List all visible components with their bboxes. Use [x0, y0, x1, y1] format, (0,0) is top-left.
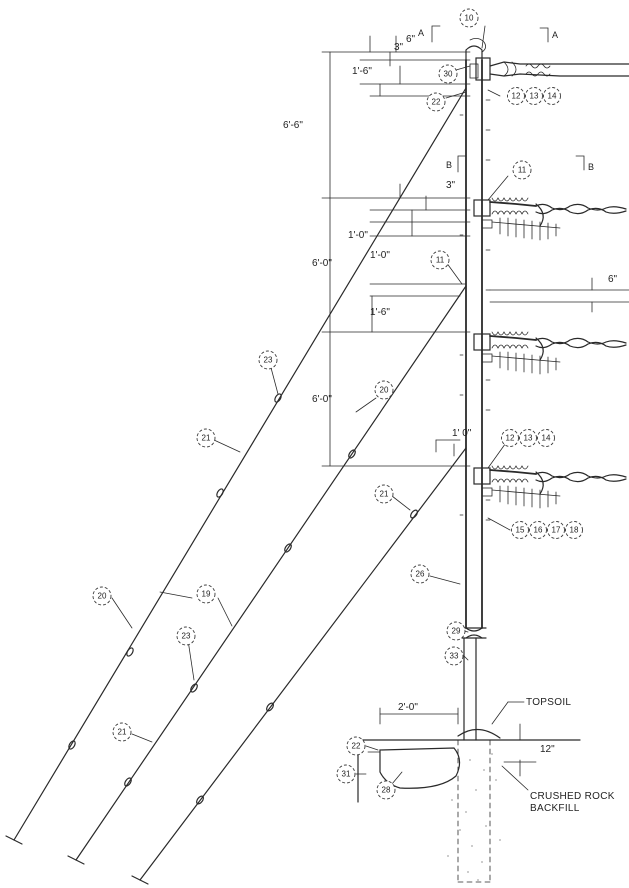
- callout-21-lower: 21: [112, 722, 132, 742]
- top-deadend-assembly: [469, 57, 629, 81]
- svg-text:29: 29: [452, 627, 461, 636]
- callout-11-mid: 11: [430, 250, 450, 270]
- svg-text:33: 33: [450, 652, 459, 661]
- callout-20-upper: 20: [374, 380, 394, 400]
- callout-12-top: 12: [507, 87, 525, 105]
- svg-text:11: 11: [518, 166, 527, 175]
- insulator-assembly-lower: [473, 465, 627, 509]
- anchor-slab: [357, 747, 461, 803]
- svg-text:22: 22: [432, 98, 441, 107]
- callout-10: 10: [459, 8, 479, 28]
- svg-text:18: 18: [570, 526, 579, 535]
- svg-text:15: 15: [516, 526, 525, 535]
- callout-11-top: 11: [512, 160, 532, 180]
- dim-6ft0-a: 6'-0": [312, 258, 332, 269]
- callout-23-top: 23: [258, 350, 278, 370]
- crushed-rock-backfill: [447, 753, 501, 881]
- section-markers: A A B B: [418, 28, 594, 172]
- guy-strain-insulators: [68, 393, 418, 805]
- callout-19: 19: [196, 584, 216, 604]
- insulator-assembly-upper: [473, 197, 627, 241]
- svg-text:26: 26: [416, 570, 425, 579]
- callout-21-upper: 21: [196, 428, 216, 448]
- dim-3in-b: 3": [446, 180, 456, 191]
- callout-14-top: 14: [543, 87, 561, 105]
- callout-15: 15: [511, 521, 529, 539]
- note-backfill: BACKFILL: [530, 803, 580, 814]
- svg-text:11: 11: [436, 256, 445, 265]
- dim-6ft6: 6'-6": [283, 120, 303, 131]
- note-crushed-rock: CRUSHED ROCK: [530, 791, 615, 802]
- svg-text:12: 12: [512, 92, 521, 101]
- callout-18: 18: [565, 521, 583, 539]
- callout-13-low: 13: [519, 429, 537, 447]
- dim-2ft0: 2'-0": [398, 702, 418, 713]
- svg-text:12: 12: [506, 434, 515, 443]
- callout-23-lower: 23: [176, 626, 196, 646]
- svg-text:10: 10: [465, 14, 474, 23]
- svg-text:19: 19: [202, 590, 211, 599]
- dim-6in-right: 6": [608, 274, 618, 285]
- svg-text:16: 16: [534, 526, 543, 535]
- callout-14-low: 14: [537, 429, 555, 447]
- svg-text:17: 17: [552, 526, 561, 535]
- dim-1ft0-a: 1'-0": [348, 230, 368, 241]
- section-a-left: A: [418, 28, 424, 38]
- insulator-assembly-middle: [473, 331, 627, 375]
- callout-33: 33: [444, 646, 464, 666]
- callout-22-top: 22: [426, 92, 446, 112]
- dim-1ft0-b: 1'-0": [370, 250, 390, 261]
- dim-1ft6-top: 1'-6": [352, 66, 372, 77]
- svg-text:31: 31: [342, 770, 351, 779]
- svg-text:13: 13: [530, 92, 539, 101]
- callout-17: 17: [547, 521, 565, 539]
- callout-21-mid: 21: [374, 484, 394, 504]
- dimension-labels: 6" 3" 1'-6" 6'-6" 3" 1'-0" 1'-0" 6'-0" 1…: [283, 34, 618, 755]
- guy-wire-upper: [5, 87, 467, 845]
- callout-22-base: 22: [346, 736, 366, 756]
- ground-line: [349, 728, 581, 741]
- dim-1ft0-c: 1' 0": [452, 428, 472, 439]
- callout-31: 31: [336, 764, 356, 784]
- dim-12in: 12": [540, 744, 555, 755]
- guy-wire-lower: [131, 447, 467, 885]
- callout-30: 30: [438, 64, 458, 84]
- svg-text:23: 23: [182, 632, 191, 641]
- callout-12-low: 12: [501, 429, 519, 447]
- callout-29: 29: [446, 621, 466, 641]
- callout-20-lower: 20: [92, 586, 112, 606]
- pole: [457, 38, 491, 883]
- callout-26: 26: [410, 564, 430, 584]
- svg-text:22: 22: [352, 742, 361, 751]
- svg-text:20: 20: [98, 592, 107, 601]
- svg-text:20: 20: [380, 386, 389, 395]
- dim-6ft0-b: 6'-0": [312, 394, 332, 405]
- guy-wire-middle: [67, 285, 467, 865]
- svg-text:21: 21: [380, 490, 389, 499]
- svg-text:21: 21: [118, 728, 127, 737]
- svg-text:21: 21: [202, 434, 211, 443]
- section-b-left: B: [446, 160, 452, 170]
- dim-1ft6-mid: 1'-6": [370, 307, 390, 318]
- dimension-lines: [321, 25, 629, 791]
- callout-13-top: 13: [525, 87, 543, 105]
- callout-leaders: [111, 25, 511, 785]
- svg-text:13: 13: [524, 434, 533, 443]
- svg-text:14: 14: [548, 92, 557, 101]
- svg-text:14: 14: [542, 434, 551, 443]
- svg-text:30: 30: [444, 70, 453, 79]
- callout-16: 16: [529, 521, 547, 539]
- callout-28: 28: [376, 780, 396, 800]
- dim-6in-top: 6": [406, 34, 416, 45]
- note-topsoil: TOPSOIL: [526, 697, 571, 708]
- ground-notes: TOPSOIL CRUSHED ROCK BACKFILL: [526, 697, 615, 814]
- section-a-right: A: [552, 30, 558, 40]
- svg-text:28: 28: [382, 786, 391, 795]
- section-b-right: B: [588, 162, 594, 172]
- dim-3in-top: 3": [394, 42, 404, 53]
- svg-text:23: 23: [264, 356, 273, 365]
